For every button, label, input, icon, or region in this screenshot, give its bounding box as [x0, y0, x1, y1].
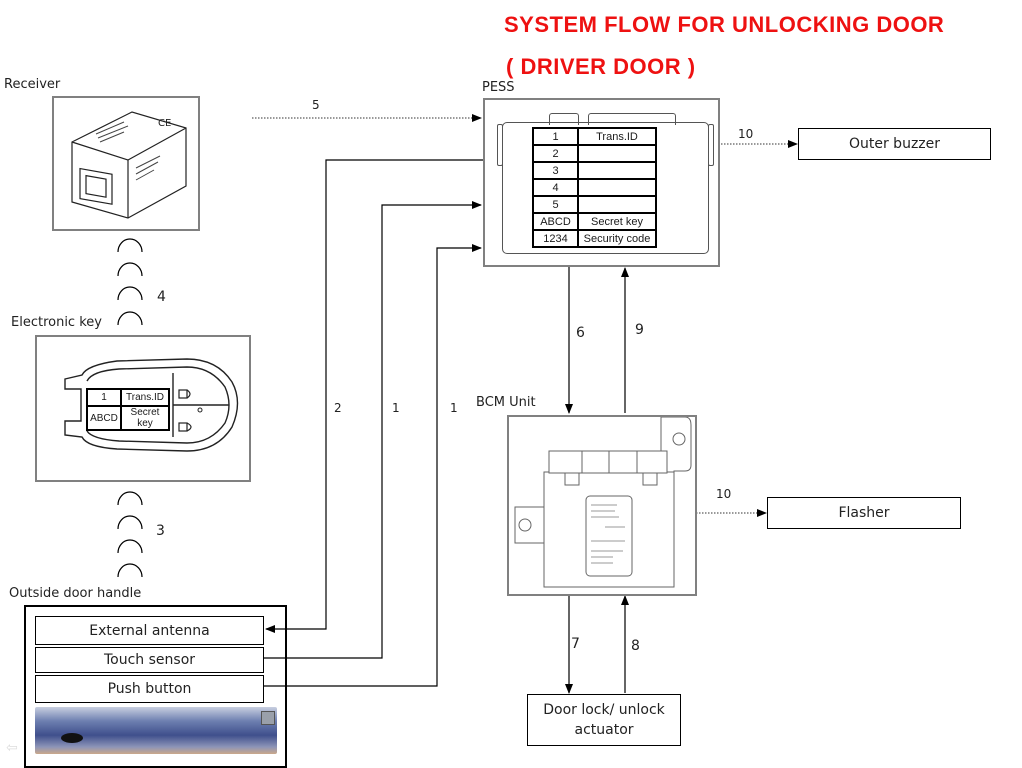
pess-connector-tab	[588, 113, 676, 125]
flow-arrow-2	[265, 159, 484, 633]
flasher: Flasher	[767, 497, 961, 529]
key-cell: Secret key	[120, 405, 170, 431]
wireless-signal-3	[117, 491, 143, 578]
door-handle-photo	[35, 707, 277, 754]
pess-table-row: 3	[532, 161, 657, 180]
touch-sensor: Touch sensor	[35, 647, 264, 673]
key-cell: 1	[86, 388, 122, 407]
push-button: Push button	[35, 675, 264, 703]
pess-cell: 5	[532, 195, 579, 214]
flow-arrow-1-touch	[264, 201, 482, 659]
pess-cell: 1234	[532, 229, 579, 248]
lock-button-icon	[178, 389, 191, 399]
faded-arrow-icon: ⇦	[6, 740, 18, 756]
key-fob-outline-icon	[64, 358, 239, 452]
door-handle-label: Outside door handle	[9, 586, 142, 601]
pess-table-row: 4	[532, 178, 657, 197]
pess-cell	[577, 178, 657, 197]
bcm-unit	[507, 415, 697, 596]
pess-clip-left	[497, 124, 503, 166]
svg-text:CE: CE	[158, 118, 171, 129]
pess-connector-tab	[549, 113, 579, 125]
wireless-signal-4	[117, 238, 143, 326]
flow-label-10-buzzer: 10	[738, 127, 754, 141]
pess-cell: Security code	[577, 229, 657, 248]
outer-buzzer: Outer buzzer	[798, 128, 991, 160]
pess-clip-right	[708, 124, 714, 166]
bcm-unit-label: BCM Unit	[476, 395, 536, 410]
electronic-key-image: 1 Trans.ID ABCD Secret key	[35, 335, 251, 482]
unlock-button-icon	[178, 422, 192, 432]
key-row-trans-id: 1 Trans.ID	[86, 388, 170, 407]
flow-arrow-1-push	[264, 244, 482, 687]
flow-label-10-flasher: 10	[716, 487, 732, 501]
key-data-table: 1 Trans.ID ABCD Secret key	[86, 388, 170, 431]
flow-label-3: 3	[156, 523, 165, 539]
flow-label-4: 4	[157, 289, 166, 305]
flow-label-7: 7	[571, 636, 580, 652]
external-antenna: External antenna	[35, 616, 264, 645]
pess-table-row: 2	[532, 144, 657, 163]
pess-housing	[502, 122, 709, 254]
pess-label: PESS	[482, 80, 515, 95]
key-cell: Trans.ID	[120, 388, 170, 407]
handle-keyhole-icon	[61, 733, 83, 743]
key-cell: ABCD	[86, 405, 122, 431]
key-row-secret-key: ABCD Secret key	[86, 405, 170, 431]
actuator-label-line2: actuator	[574, 722, 634, 738]
bcm-module-icon	[514, 416, 692, 588]
pess-cell: Trans.ID	[577, 127, 657, 146]
door-lock-actuator: Door lock/ unlock actuator	[527, 694, 681, 746]
actuator-label-line1: Door lock/ unlock	[543, 702, 665, 718]
flow-label-8: 8	[631, 638, 640, 654]
handle-hinge-icon	[261, 711, 275, 725]
flow-label-5: 5	[312, 98, 320, 112]
pess-cell	[577, 161, 657, 180]
diagram-title: SYSTEM FLOW FOR UNLOCKING DOOR	[504, 12, 945, 37]
pess-cell: 1	[532, 127, 579, 146]
flow-label-2: 2	[334, 401, 342, 415]
pess-cell	[577, 144, 657, 163]
flow-label-1-touch: 1	[392, 401, 400, 415]
pess-cell: 4	[532, 178, 579, 197]
flow-label-6: 6	[576, 325, 585, 341]
pess-cell	[577, 195, 657, 214]
pess-cell: 3	[532, 161, 579, 180]
diagram-subtitle: ( DRIVER DOOR )	[506, 54, 696, 79]
receiver-label: Receiver	[4, 77, 61, 92]
pess-cell: 2	[532, 144, 579, 163]
receiver-module-icon: CE	[71, 111, 187, 219]
pess-cell: ABCD	[532, 212, 579, 231]
door-handle-group	[24, 605, 287, 768]
pess-table-row: 5	[532, 195, 657, 214]
flow-label-9: 9	[635, 322, 644, 338]
receiver-image: CE	[52, 96, 200, 231]
pess-cell: Secret key	[577, 212, 657, 231]
electronic-key-label: Electronic key	[11, 315, 102, 330]
flow-label-1-push: 1	[450, 401, 458, 415]
